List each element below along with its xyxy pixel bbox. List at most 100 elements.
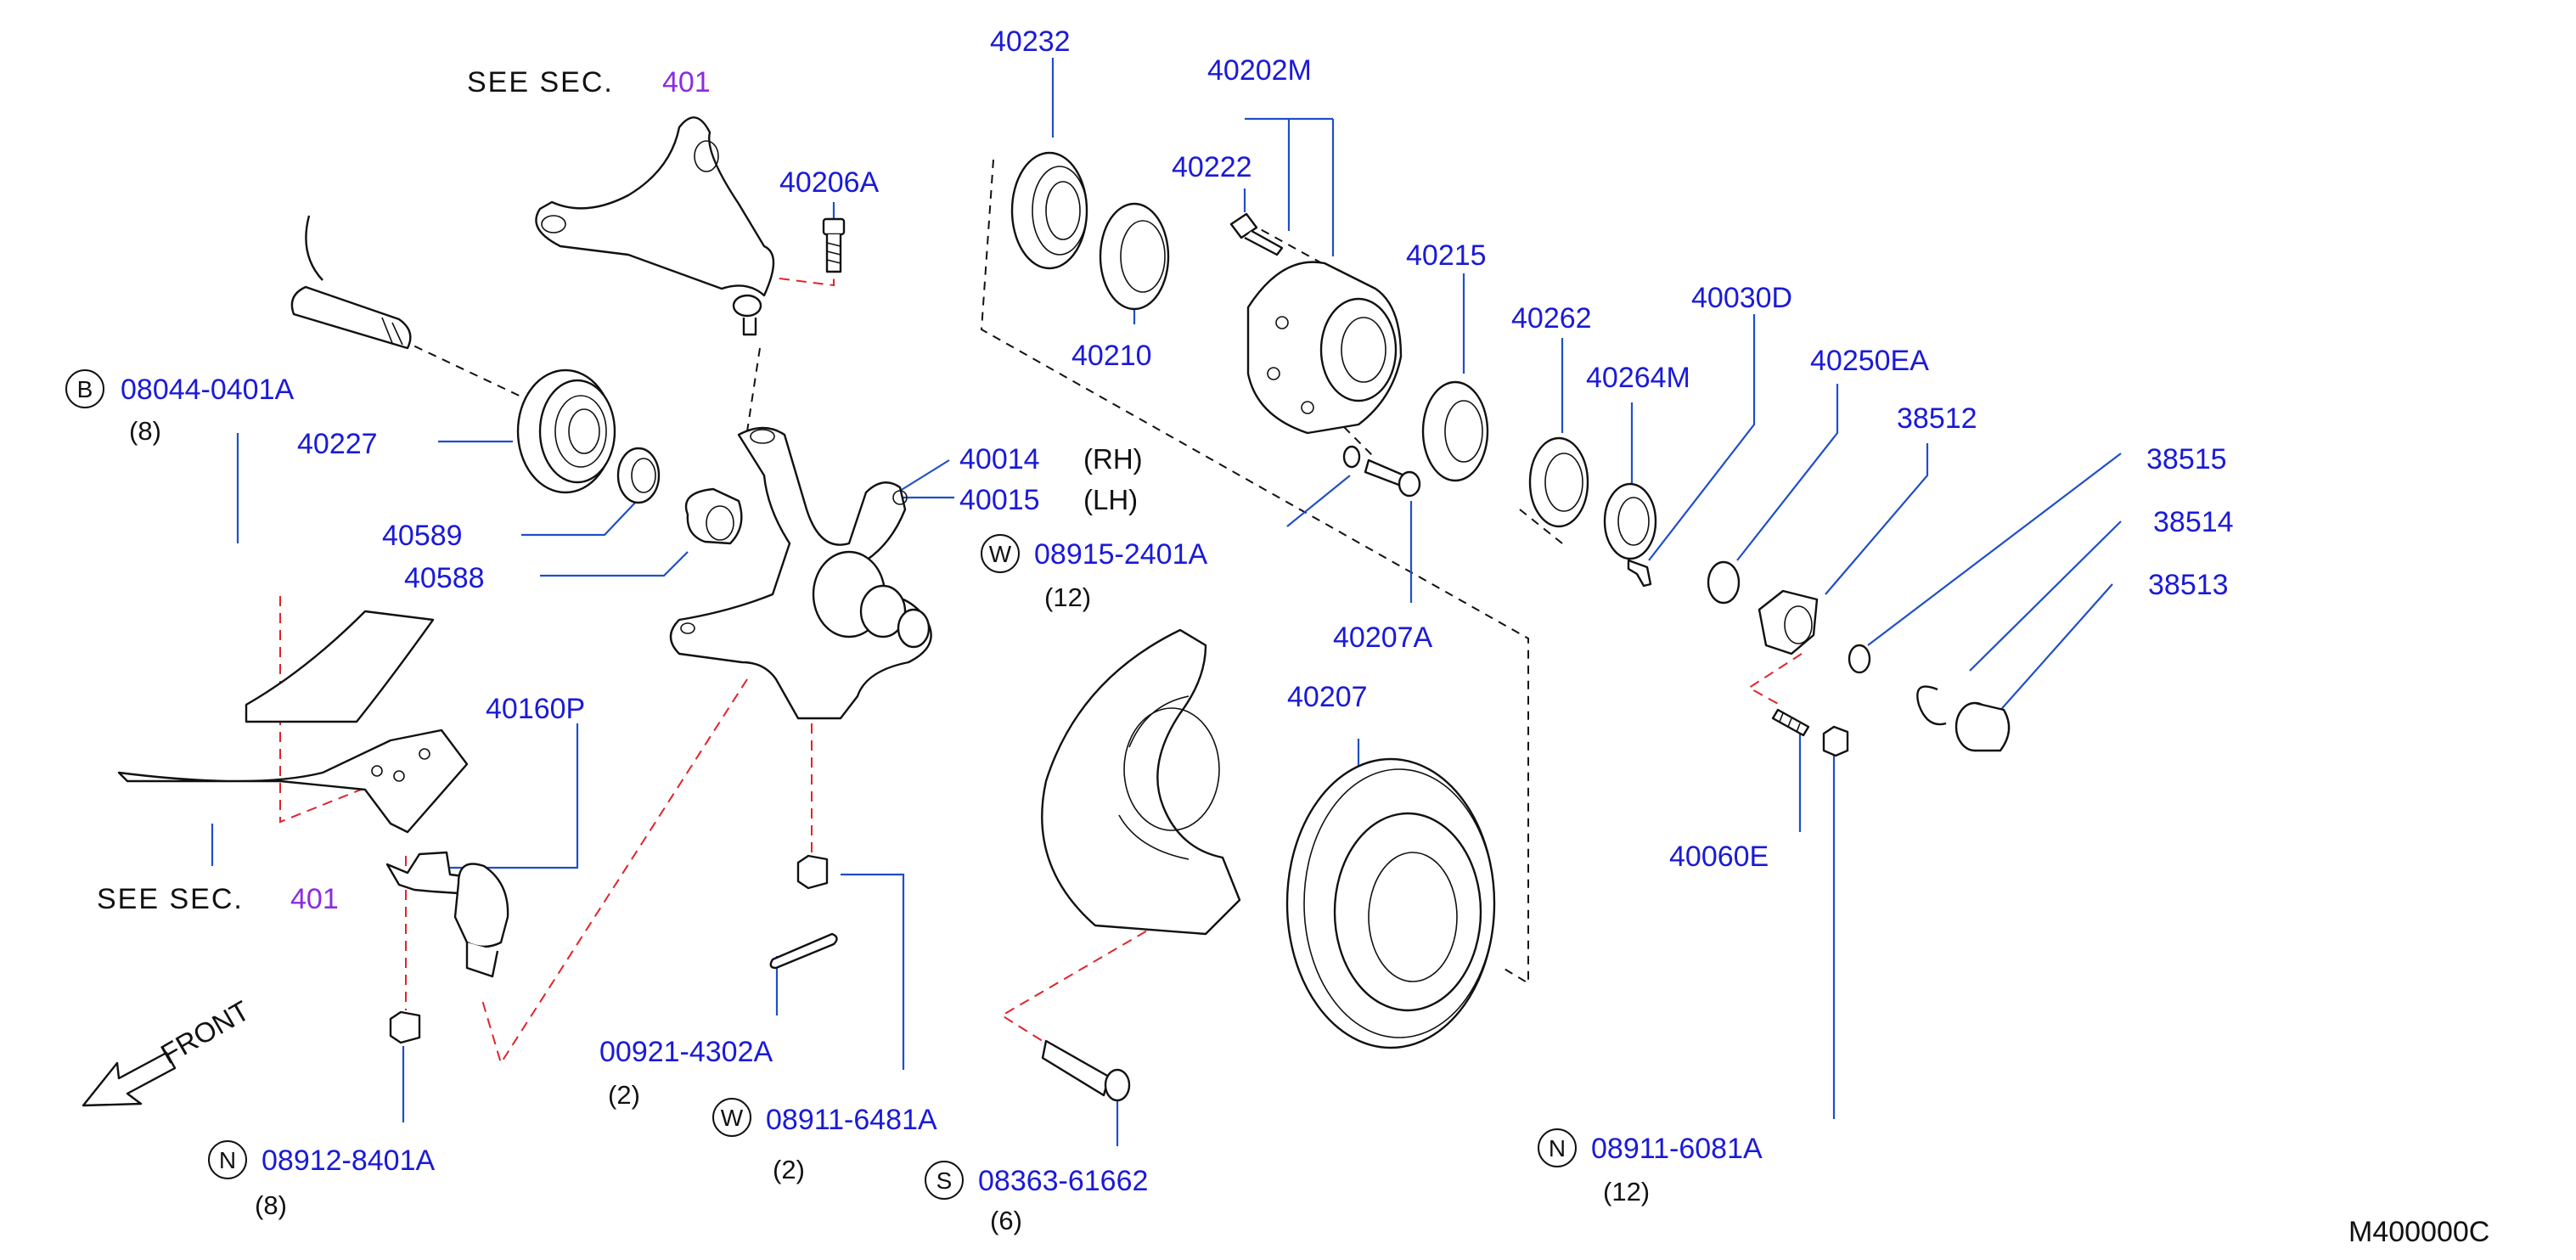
part-label-40030D[interactable]: 40030D <box>1691 282 1792 314</box>
part-label-40264M[interactable]: 40264M <box>1586 362 1690 394</box>
spacer-40589 <box>616 447 661 504</box>
qty-00921-4302A: (2) <box>608 1080 640 1110</box>
part-label-40222[interactable]: 40222 <box>1172 151 1252 183</box>
part-label-38512[interactable]: 38512 <box>1897 402 1977 435</box>
see-sec-bottom-text: SEE SEC. <box>97 883 244 915</box>
steering-knuckle <box>669 426 932 720</box>
part-label-40250EA[interactable]: 40250EA <box>1810 345 1929 377</box>
part-label-40588[interactable]: 40588 <box>404 562 485 594</box>
part-08911-6081A[interactable]: N 08911-6081A (12) <box>1538 1128 1763 1207</box>
part-label-40227[interactable]: 40227 <box>297 428 378 460</box>
see-sec-top-text: SEE SEC. <box>467 66 614 98</box>
bushing-40588 <box>684 487 743 545</box>
badge-letter: N <box>1549 1135 1566 1162</box>
screw-40030D <box>1627 559 1652 588</box>
part-label-40202M[interactable]: 40202M <box>1207 54 1312 87</box>
bearing-40215 <box>1421 380 1489 482</box>
part-label-40210[interactable]: 40210 <box>1071 340 1152 372</box>
part-08363-61662[interactable]: S 08363-61662 (6) <box>925 1161 1148 1235</box>
disc-rotor-40207 <box>1285 757 1496 1049</box>
nut-08911-6481 <box>796 854 829 890</box>
part-08912-8401A[interactable]: N 08912-8401A (8) <box>208 1140 436 1220</box>
qty-08363-61662: (6) <box>990 1206 1022 1235</box>
side-rh: (RH) <box>1083 443 1143 475</box>
bearing-40232 <box>1010 151 1088 270</box>
washer-badge-icon <box>981 534 1020 573</box>
part-label-08915-2401A[interactable]: 08915-2401A <box>1034 538 1208 571</box>
see-sec-top: SEE SEC. 401 <box>467 66 711 98</box>
part-40015-lh[interactable]: 40015 (LH) <box>959 484 1138 516</box>
bearing-40210 <box>1099 202 1170 311</box>
qty-08044-0401A: (8) <box>129 416 161 446</box>
washer-40207A <box>1342 445 1421 498</box>
see-sec-top-number[interactable]: 401 <box>662 66 711 98</box>
badge-letter: B <box>77 376 93 402</box>
nut-08912 <box>389 1010 421 1044</box>
o-ring-38515 <box>1848 644 1871 674</box>
qty-08912-8401A: (8) <box>255 1190 287 1220</box>
seal-40262 <box>1528 436 1589 528</box>
lower-arm-bracket <box>117 610 469 834</box>
ball-joint-40160P <box>385 851 509 978</box>
leader-lines <box>211 58 2122 1146</box>
qty-08911-6081A: (12) <box>1603 1177 1650 1207</box>
part-label-40262[interactable]: 40262 <box>1511 302 1592 335</box>
badge-letter: W <box>721 1105 744 1131</box>
cap-38512 <box>1758 589 1819 655</box>
nut-08911-6081 <box>1822 725 1849 757</box>
part-40014-rh[interactable]: 40014 (RH) <box>959 443 1143 475</box>
drive-shaft <box>290 215 412 350</box>
see-sec-bottom-number[interactable]: 401 <box>290 883 339 915</box>
badge-letter: W <box>989 541 1012 567</box>
part-label-08044-0401A[interactable]: 08044-0401A <box>121 374 295 406</box>
part-label-40160P[interactable]: 40160P <box>486 693 585 725</box>
upper-control-arm <box>535 116 775 336</box>
part-label-08912-8401A[interactable]: 08912-8401A <box>262 1145 436 1177</box>
red-dashed-lines <box>279 270 1803 1066</box>
part-00921-4302A[interactable]: 00921-4302A (2) <box>599 1036 773 1110</box>
qty-08915-2401A: (12) <box>1044 582 1091 612</box>
front-label: FRONT <box>155 994 255 1070</box>
wheel-hub-40202M <box>1246 261 1403 435</box>
snap-ring-38514 <box>1916 685 1947 726</box>
diagram-code: M400000C <box>2348 1216 2489 1248</box>
part-label-40207A[interactable]: 40207A <box>1333 622 1433 654</box>
stud-40060E <box>1771 708 1810 737</box>
part-label-00921-4302A[interactable]: 00921-4302A <box>599 1036 773 1068</box>
part-label-40215[interactable]: 40215 <box>1406 239 1487 272</box>
part-08911-6481A[interactable]: W 08911-6481A (2) <box>712 1098 937 1184</box>
part-label-08363-61662[interactable]: 08363-61662 <box>978 1165 1148 1197</box>
bolt-badge-icon <box>65 369 104 408</box>
part-label-40015[interactable]: 40015 <box>959 484 1040 516</box>
part-label-38513[interactable]: 38513 <box>2148 569 2229 601</box>
nut-badge-icon <box>208 1140 247 1179</box>
side-lh: (LH) <box>1083 484 1138 515</box>
front-arrow-icon <box>82 1051 177 1107</box>
cap-38513 <box>1954 701 2011 752</box>
part-label-40060E[interactable]: 40060E <box>1669 841 1769 873</box>
part-label-40206A[interactable]: 40206A <box>779 166 880 199</box>
badge-letter: N <box>219 1147 236 1173</box>
part-label-40207[interactable]: 40207 <box>1287 681 1368 713</box>
washer-badge-icon <box>712 1098 751 1137</box>
part-label-38514[interactable]: 38514 <box>2153 506 2234 538</box>
see-sec-bottom: SEE SEC. 401 <box>97 883 339 915</box>
part-label-40014[interactable]: 40014 <box>959 443 1040 475</box>
part-08044-0401A[interactable]: B 08044-0401A (8) <box>65 369 295 446</box>
part-label-38515[interactable]: 38515 <box>2146 443 2227 475</box>
oil-seal-40227 <box>516 368 616 494</box>
part-label-40232[interactable]: 40232 <box>990 25 1071 58</box>
part-08915-2401A[interactable]: W 08915-2401A (12) <box>981 534 1208 612</box>
nut-badge-icon <box>1538 1128 1577 1167</box>
o-ring-40250EA <box>1707 560 1741 605</box>
part-label-08911-6481A[interactable]: 08911-6481A <box>766 1104 937 1136</box>
bolt-08363 <box>1041 1039 1131 1102</box>
gasket-40264M <box>1603 482 1657 560</box>
badge-letter: S <box>936 1167 953 1194</box>
bolt-40206A <box>822 217 846 273</box>
splash-shield <box>1041 628 1241 936</box>
part-label-40589[interactable]: 40589 <box>382 520 463 552</box>
part-label-08911-6081A[interactable]: 08911-6081A <box>1591 1133 1763 1165</box>
hub-bolt-40222 <box>1229 212 1284 256</box>
